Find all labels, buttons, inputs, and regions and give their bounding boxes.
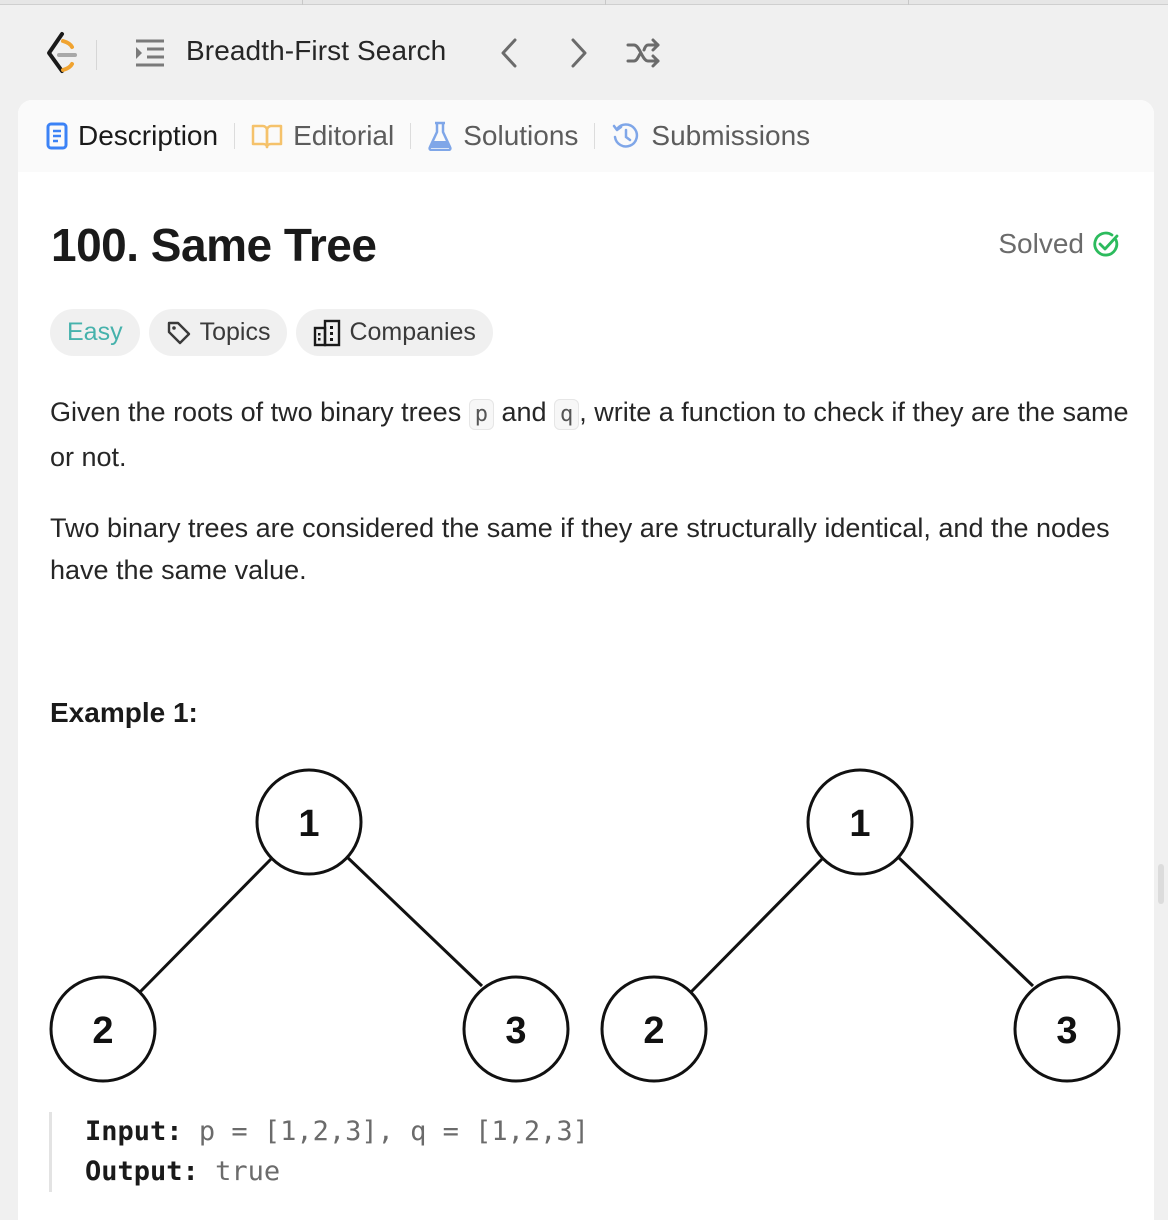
tree-node-label: 1 xyxy=(849,803,870,845)
chevron-left-icon[interactable] xyxy=(493,35,529,71)
companies-button[interactable]: Companies xyxy=(296,309,493,356)
tab-solutions[interactable]: Solutions xyxy=(427,116,578,156)
output-value: true xyxy=(215,1156,281,1187)
tree-p: 1 2 3 xyxy=(49,768,570,1083)
output-label: Output: xyxy=(85,1156,199,1187)
tab-divider xyxy=(234,123,236,149)
panel-resize-handle[interactable] xyxy=(1158,864,1164,904)
problem-tags: Easy Topics Companies xyxy=(50,309,493,356)
book-icon xyxy=(251,124,283,149)
example-1-io-block: Input: p = [1,2,3], q = [1,2,3] Output: … xyxy=(49,1112,589,1192)
shuffle-icon[interactable] xyxy=(626,35,662,71)
top-navbar: Breadth-First Search xyxy=(0,5,1168,100)
description-text: , write a function to check if they are … xyxy=(50,397,1129,472)
inline-code-q: q xyxy=(554,399,580,430)
tree-node-label: 1 xyxy=(298,803,319,845)
navbar-divider xyxy=(96,40,97,70)
tab-strip-divider xyxy=(908,0,909,5)
history-icon xyxy=(613,123,639,148)
topics-button[interactable]: Topics xyxy=(148,309,288,356)
description-text: Given the roots of two binary trees xyxy=(50,397,469,427)
tab-editorial[interactable]: Editorial xyxy=(251,116,394,156)
solved-label: Solved xyxy=(998,228,1084,259)
tree-node-label: 3 xyxy=(505,1010,526,1052)
tab-editorial-label: Editorial xyxy=(293,120,395,151)
tab-description[interactable]: Description xyxy=(46,116,218,156)
tab-strip-divider xyxy=(605,0,606,5)
tab-submissions[interactable]: Submissions xyxy=(611,116,810,156)
description-text: and xyxy=(493,397,555,427)
flask-icon xyxy=(428,121,452,151)
tree-node-label: 2 xyxy=(92,1010,113,1052)
example-1-title: Example 1: xyxy=(50,697,198,728)
tree-node-label: 2 xyxy=(643,1010,664,1052)
tab-divider xyxy=(410,123,412,149)
description-paragraph-2: Two binary trees are considered the same… xyxy=(50,513,1110,585)
tree-q: 1 2 3 xyxy=(600,768,1121,1083)
tree-node-label: 3 xyxy=(1056,1010,1077,1052)
example-1-tree-diagram: 1 2 3 1 2 3 xyxy=(49,768,1121,1083)
document-icon xyxy=(46,122,68,150)
input-value: p = [1,2,3], q = [1,2,3] xyxy=(198,1116,589,1147)
tab-strip-divider xyxy=(302,0,303,5)
example-input-line: Input: p = [1,2,3], q = [1,2,3] xyxy=(85,1112,589,1152)
tab-divider xyxy=(594,123,596,149)
tab-submissions-label: Submissions xyxy=(651,120,811,151)
tab-description-label: Description xyxy=(78,120,219,151)
window-tab-strip xyxy=(0,0,1168,5)
difficulty-badge: Easy xyxy=(50,309,140,356)
leetcode-logo[interactable] xyxy=(42,31,82,75)
inline-code-p: p xyxy=(468,399,494,430)
input-label: Input: xyxy=(85,1116,183,1147)
check-circle-icon xyxy=(1093,231,1119,257)
description-paragraph-1: Given the roots of two binary trees p an… xyxy=(50,391,1130,478)
tab-solutions-label: Solutions xyxy=(463,120,579,151)
problem-list-title[interactable]: Breadth-First Search xyxy=(186,35,447,66)
difficulty-label: Easy xyxy=(67,318,123,346)
problem-title[interactable]: 100. Same Tree xyxy=(51,219,377,271)
companies-label: Companies xyxy=(349,318,476,346)
solved-status: Solved xyxy=(998,228,1120,260)
panel-tabs: Description Editorial Solutions xyxy=(18,100,1154,172)
chevron-right-icon[interactable] xyxy=(561,35,597,71)
building-icon xyxy=(314,319,341,346)
description-panel: Description Editorial Solutions xyxy=(18,100,1154,1220)
tag-icon xyxy=(167,321,190,344)
topics-label: Topics xyxy=(199,318,271,346)
list-indent-icon[interactable] xyxy=(133,38,167,68)
example-output-line: Output: true xyxy=(85,1152,589,1192)
